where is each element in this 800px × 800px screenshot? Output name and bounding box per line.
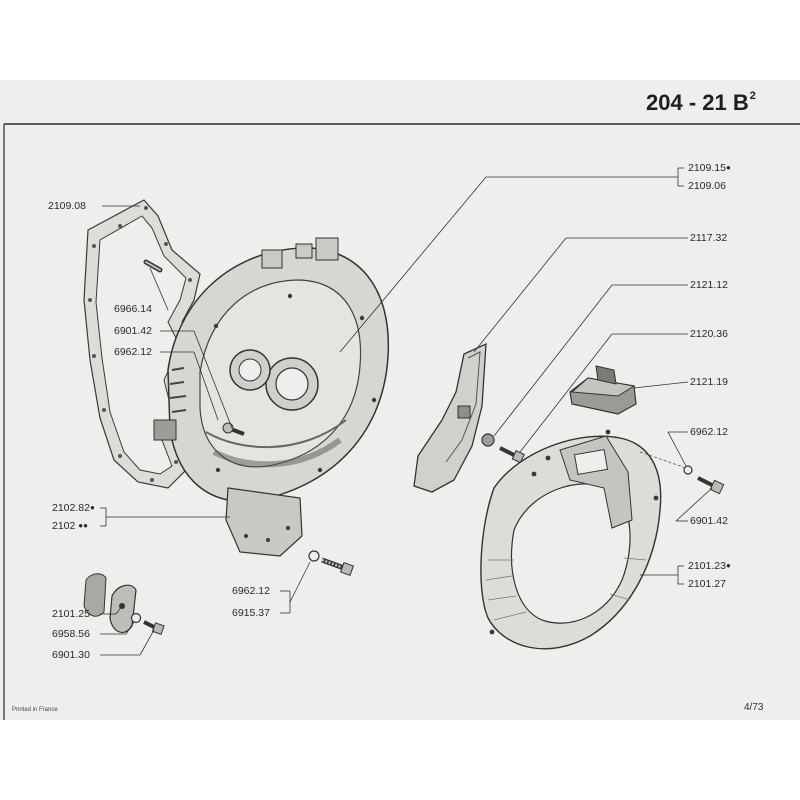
- label-2101-27: 2101.27: [688, 578, 726, 590]
- label-2109-15-text: 2109.15: [688, 162, 726, 174]
- bolt-6901-42-right: [639, 451, 725, 495]
- label-2101-23: 2101.23●: [688, 560, 731, 572]
- label-2102-82-text: 2102.82: [52, 502, 90, 514]
- label-6962-12-left: 6962.12: [114, 346, 152, 358]
- label-6966-14: 6966.14: [114, 303, 152, 315]
- bolt-6915-37: [308, 550, 355, 577]
- label-2102-mark: ●●: [78, 521, 88, 530]
- leader-lines: [100, 167, 713, 656]
- printed-in-note: Printed in France: [12, 707, 58, 713]
- label-6962-12-right: 6962.12: [690, 426, 728, 438]
- label-2101-23-text: 2101.23: [688, 560, 726, 572]
- label-2102-82-mark: ●: [89, 503, 95, 512]
- rubber-plug-2121-19: [569, 365, 637, 415]
- page-date-code: 4/73: [744, 702, 764, 713]
- label-6901-30: 6901.30: [52, 649, 90, 661]
- label-2109-06: 2109.06: [688, 180, 726, 192]
- label-2117-32: 2117.32: [690, 232, 728, 244]
- label-2121-12: 2121.12: [690, 279, 728, 291]
- label-2109-15-mark: ●: [725, 163, 731, 172]
- label-2121-19: 2121.19: [690, 376, 728, 388]
- bell-cover-2101-23: [480, 429, 662, 650]
- label-2101-23-mark: ●: [725, 561, 731, 570]
- label-2102: 2102 ●●: [52, 520, 88, 532]
- label-6901-42-left: 6901.42: [114, 325, 152, 337]
- label-2109-15: 2109.15●: [688, 162, 731, 174]
- clutch-fork-2117-32: [413, 342, 487, 493]
- label-6901-42-right: 6901.42: [690, 515, 728, 527]
- clutch-housing-2102: [153, 237, 390, 557]
- label-6915-37: 6915.37: [232, 607, 270, 619]
- pivot-ball-2121-12: [481, 433, 525, 464]
- label-2120-36: 2120.36: [690, 328, 728, 340]
- label-2101-25: 2101.25: [52, 608, 90, 620]
- page-title: 204 - 21 B2: [646, 90, 756, 116]
- label-2109-08: 2109.08: [48, 200, 86, 212]
- label-2102-82: 2102.82●: [52, 502, 95, 514]
- label-2102-text: 2102: [52, 520, 76, 532]
- small-cover-2101-25: [83, 573, 165, 636]
- title-superscript: 2: [749, 90, 756, 102]
- title-text: 204 - 21 B: [646, 90, 749, 115]
- dowel-pin-6966-14: [143, 259, 163, 273]
- label-6958-56: 6958.56: [52, 628, 90, 640]
- label-6962-12-mid: 6962.12: [232, 585, 270, 597]
